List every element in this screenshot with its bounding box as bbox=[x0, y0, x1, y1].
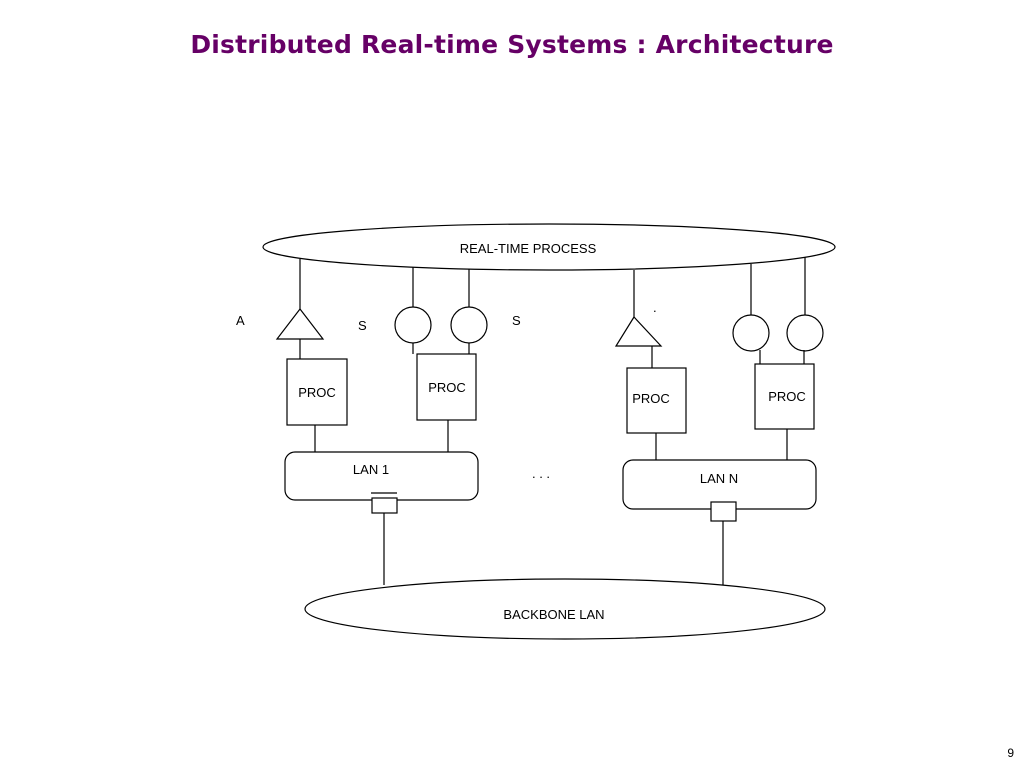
lan-1-label: LAN 1 bbox=[353, 462, 389, 477]
slide-title: Distributed Real-time Systems : Architec… bbox=[190, 30, 834, 59]
stray-dot: . bbox=[653, 300, 657, 315]
proc-box-1-label: PROC bbox=[298, 385, 336, 400]
proc-box-2 bbox=[416, 353, 477, 421]
sensor-circle-icon bbox=[786, 314, 824, 352]
actuator-label: A bbox=[236, 313, 245, 328]
proc-box-2-label: PROC bbox=[428, 380, 466, 395]
page-number: 9 bbox=[1007, 746, 1014, 760]
proc-box-4 bbox=[754, 363, 815, 430]
sensor-circle-icon bbox=[732, 314, 770, 352]
actuator-triangle-icon bbox=[275, 308, 325, 340]
sensor-label: S bbox=[512, 313, 521, 328]
lan-n-gateway bbox=[710, 501, 737, 522]
proc-box-1 bbox=[286, 358, 348, 426]
lan-n-label: LAN N bbox=[700, 471, 738, 486]
proc-box-3 bbox=[626, 367, 687, 434]
lan-ellipsis: . . . bbox=[532, 466, 550, 481]
proc-box-3-label: PROC bbox=[632, 391, 670, 406]
actuator-triangle-icon bbox=[614, 316, 663, 347]
real-time-process-ellipse bbox=[262, 223, 836, 271]
sensor-circle-icon bbox=[394, 306, 432, 344]
real-time-process-label: REAL-TIME PROCESS bbox=[460, 241, 597, 256]
backbone-lan-label: BACKBONE LAN bbox=[503, 607, 604, 622]
sensor-label: S bbox=[358, 318, 367, 333]
proc-box-4-label: PROC bbox=[768, 389, 806, 404]
backbone-lan-ellipse bbox=[304, 578, 826, 640]
sensor-circle-icon bbox=[450, 306, 488, 344]
lan-1-gateway bbox=[371, 497, 398, 514]
